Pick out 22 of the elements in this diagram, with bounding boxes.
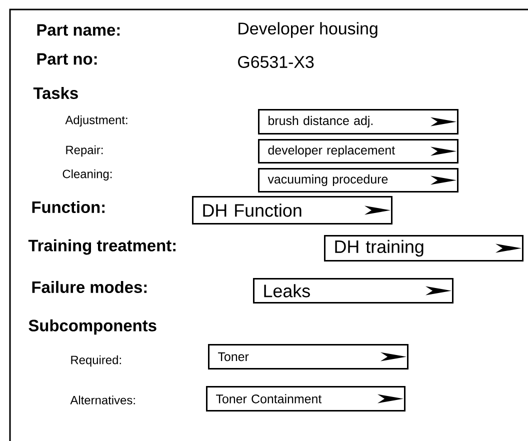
field-label: Cleaning:	[62, 169, 112, 181]
field-label: Training treatment:	[28, 239, 176, 255]
field-label: Part name:	[37, 24, 120, 36]
link-box: DH Function	[192, 196, 392, 224]
field-label: Alternatives:	[70, 396, 135, 404]
link-box: Toner Containment	[206, 386, 406, 412]
link-box: DH training	[324, 235, 524, 262]
field-label: Part no:	[37, 53, 97, 65]
field-label: Failure modes:	[32, 280, 147, 294]
field-label: Adjustment:	[65, 115, 128, 127]
field-label: Function:	[32, 200, 104, 214]
link-box: vacuuming procedure	[258, 168, 458, 192]
link-box: Leaks	[253, 278, 454, 304]
field-label: Repair:	[66, 145, 103, 157]
field-label: Developer housing	[238, 22, 378, 38]
field-label: Subcomponents	[28, 319, 156, 335]
link-box: brush distance adj.	[258, 109, 458, 134]
link-box: Toner	[208, 344, 408, 370]
field-label: Required:	[71, 355, 121, 367]
field-label: Tasks	[33, 86, 78, 100]
field-label: G6531-X3	[238, 56, 314, 68]
link-box: developer replacement	[258, 139, 458, 164]
